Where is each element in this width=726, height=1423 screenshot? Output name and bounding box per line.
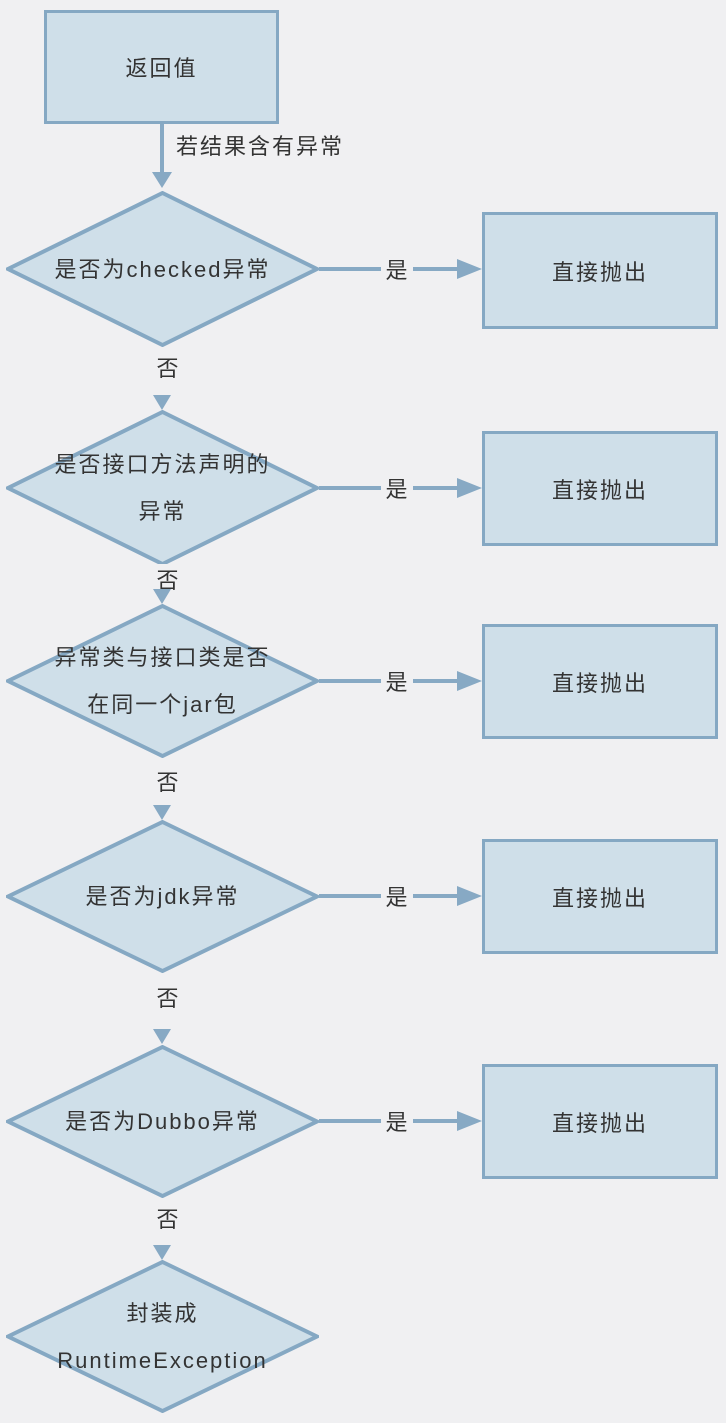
edge-yes-arrowhead-icon-4 (457, 886, 482, 906)
edge-no-arrowhead-icon-5 (153, 1245, 171, 1260)
decision-node-5: 是否为Dubbo异常 (6, 1045, 319, 1198)
edge-start-label: 若结果含有异常 (176, 134, 345, 159)
edge-yes-label-1: 是 (381, 254, 413, 284)
diamond-shape (6, 191, 319, 347)
edge-no-label-1: 否 (151, 352, 185, 382)
terminal-node-label: 封装成 RuntimeException (57, 1300, 268, 1373)
decision-node-5-label: 是否为Dubbo异常 (65, 1109, 260, 1134)
edge-no-label-3: 否 (151, 766, 185, 796)
action-node-3-label: 直接抛出 (551, 670, 648, 696)
decision-node-2: 是否接口方法声明的 异常 (6, 410, 319, 566)
action-node-1: 直接抛出 (482, 212, 718, 329)
decision-node-1: 是否为checked异常 (6, 191, 319, 347)
action-node-1-label: 直接抛出 (551, 259, 648, 285)
decision-node-2-label: 是否接口方法声明的 异常 (54, 452, 271, 524)
terminal-node: 封装成 RuntimeException (6, 1260, 319, 1413)
start-node: 返回值 (44, 10, 279, 124)
edge-yes-arrowhead-icon-1 (457, 259, 482, 279)
edge-yes-label-3: 是 (381, 666, 413, 696)
action-node-4-label: 直接抛出 (551, 885, 648, 911)
edge-no-arrowhead-icon-2 (153, 589, 171, 604)
action-node-5-label: 直接抛出 (551, 1110, 648, 1136)
diamond-shape (6, 1260, 319, 1413)
edge-yes-arrowhead-icon-3 (457, 671, 482, 691)
edge-yes-label-4: 是 (381, 881, 413, 911)
action-node-4: 直接抛出 (482, 839, 718, 954)
decision-node-3-label: 异常类与接口类是否 在同一个jar包 (54, 645, 271, 717)
edge-no-arrowhead-icon-3 (153, 805, 171, 820)
decision-node-4: 是否为jdk异常 (6, 820, 319, 973)
decision-node-3: 异常类与接口类是否 在同一个jar包 (6, 604, 319, 758)
action-node-2: 直接抛出 (482, 431, 718, 546)
decision-node-4-label: 是否为jdk异常 (85, 884, 240, 909)
diamond-shape (6, 1045, 319, 1198)
edge-yes-arrowhead-icon-2 (457, 478, 482, 498)
action-node-5: 直接抛出 (482, 1064, 718, 1179)
edge-no-label-4: 否 (151, 982, 185, 1012)
decision-node-1-label: 是否为checked异常 (54, 256, 271, 282)
edge-start-line (160, 124, 164, 172)
edge-start-arrowhead-icon (152, 172, 172, 188)
edge-yes-label-5: 是 (381, 1106, 413, 1136)
action-node-3: 直接抛出 (482, 624, 718, 739)
diamond-shape (6, 820, 319, 973)
edge-no-arrowhead-icon-1 (153, 395, 171, 410)
action-node-2-label: 直接抛出 (551, 477, 648, 503)
edge-no-label-5: 否 (151, 1203, 185, 1233)
start-node-label: 返回值 (125, 56, 198, 81)
edge-yes-arrowhead-icon-5 (457, 1111, 482, 1131)
diamond-shape (6, 604, 319, 758)
edge-no-arrowhead-icon-4 (153, 1029, 171, 1044)
edge-yes-label-2: 是 (381, 473, 413, 503)
